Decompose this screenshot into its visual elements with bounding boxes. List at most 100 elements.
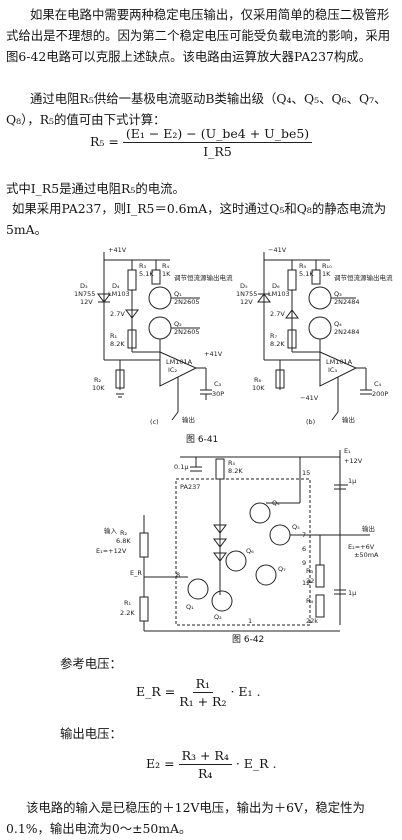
right-r2-value: 1K xyxy=(322,270,331,278)
left-r2-value: 10K xyxy=(92,384,105,392)
er-label: E_R xyxy=(130,569,142,577)
left-r1-value: 8.2K xyxy=(110,340,125,348)
e2-voltage: E₂=+6V xyxy=(348,543,375,551)
right-r4: R₈ xyxy=(254,376,262,384)
left-vtop: +41V xyxy=(108,246,127,254)
output-label: 输出 xyxy=(362,524,375,533)
pin-12: 12 xyxy=(302,579,310,587)
q7-label: Q₇ xyxy=(278,565,286,573)
r5-formula-lhs: R₅ = xyxy=(90,134,119,149)
left-r4: R₄ xyxy=(162,262,170,270)
q6-label: Q₆ xyxy=(246,547,254,555)
current-paragraph: 式中I_R5是通过电阻R₅的电流。 xyxy=(6,181,185,196)
left-r3-value: 5.1K xyxy=(139,270,154,278)
left-c3: C₃ xyxy=(214,380,222,388)
r3-label: R₃ xyxy=(306,567,314,575)
left-d4-part: LM103 xyxy=(108,290,130,298)
out-formula-denominator: R₄ xyxy=(197,766,213,781)
output-voltage-formula: E₂ = R₃ + R₄ R₄ · E_R . xyxy=(146,748,277,781)
r5-formula-numerator: (E₁ − E₂) − (U_be4 + U_be5) xyxy=(122,126,313,143)
q1-label: Q₁ xyxy=(186,603,194,611)
figure-6-41-caption: 图 6-41 xyxy=(186,435,219,445)
right-c4: C₄ xyxy=(374,380,382,388)
pin-1: 1 xyxy=(248,617,252,625)
r5-value: 8.2K xyxy=(228,467,243,475)
input-output-paragraph: 该电路的输入是已稳压的＋12V电压，输出为＋6V，稳定性为0.1%，输出电流为0… xyxy=(6,800,365,836)
right-d2-part: LM103 xyxy=(268,290,290,298)
right-r: R₉ xyxy=(299,262,307,270)
left-supply: +41V xyxy=(204,350,223,358)
pin-7: 7 xyxy=(302,531,306,539)
left-subcaption: (c) xyxy=(150,418,159,426)
q2-label: Q₂ xyxy=(214,613,222,621)
ref-formula-lhs: E_R = xyxy=(136,684,176,699)
right-r4-value: 10K xyxy=(252,384,265,392)
figure-6-42: E₁ +12V 0.1μ R₅ 8.2K PA237 Q₄ Q₅ Q₆ Q₇ Q… xyxy=(96,447,379,632)
input-voltage: E₁=+12V xyxy=(96,547,127,555)
r5-formula: R₅ = (E₁ − E₂) − (U_be4 + U_be5) I_R5 xyxy=(90,126,313,159)
r4-value: 22k xyxy=(306,617,318,625)
left-d4-voltage: 2.7V xyxy=(110,310,125,318)
right-vtop: −41V xyxy=(268,246,287,254)
right-supply: −41V xyxy=(300,394,319,402)
pa237-label: PA237 xyxy=(180,483,200,491)
c1-value: 1μ xyxy=(348,477,356,485)
pin-6: 6 xyxy=(302,545,306,553)
output-voltage-label: 输出电压： xyxy=(60,726,122,741)
left-q1: Q₁ xyxy=(174,290,182,298)
q5-label: Q₅ xyxy=(292,523,300,531)
right-subcaption: (b) xyxy=(306,418,315,426)
figure-6-41: +41V R₃ 5.1K R₄ 1K 调节恒流源输出电流 D₃ 1N755 12… xyxy=(74,246,393,426)
ref-formula-fraction: R₁ R₁ + R₂ xyxy=(179,676,226,709)
right-q2-part: 2N2484 xyxy=(334,328,360,336)
c2-value: 1μ xyxy=(348,589,356,597)
out-formula-numerator: R₃ + R₄ xyxy=(178,748,232,765)
r4-label: R₄ xyxy=(306,597,314,605)
r2-label: R₂ xyxy=(120,529,128,537)
left-ic: IC₂ xyxy=(168,366,177,374)
right-q1: Q₃ xyxy=(334,290,342,298)
input-label: 输入 xyxy=(104,526,118,535)
r1-value: 2.2K xyxy=(120,609,135,617)
e1-label: E₁ xyxy=(344,447,351,455)
left-note: 调节恒流源输出电流 xyxy=(174,273,233,282)
right-ic-part: LM101A xyxy=(326,358,353,366)
r5-formula-denominator: I_R5 xyxy=(203,144,232,159)
right-output: 输出 xyxy=(342,415,355,424)
left-d3-part: 1N755 xyxy=(74,290,95,298)
reference-voltage-formula: E_R = R₁ R₁ + R₂ · E₁ . xyxy=(136,676,261,709)
pin-8: 8 xyxy=(176,571,180,579)
out-formula-fraction: R₃ + R₄ R₄ xyxy=(178,748,232,781)
right-note: 调节恒流源输出电流 xyxy=(334,273,393,282)
left-q1-part: 2N2605 xyxy=(174,298,200,306)
out-formula-rhs: · E_R . xyxy=(235,756,277,771)
cap-top-value: 0.1μ xyxy=(174,463,188,471)
right-d2-voltage: 2.7V xyxy=(270,310,285,318)
reference-voltage-label: 参考电压： xyxy=(60,656,122,671)
ref-formula-numerator: R₁ xyxy=(192,676,214,693)
out-formula-lhs: E₂ = xyxy=(146,756,175,771)
pa237-paragraph: 如果采用PA237，则I_R5＝0.6mA，这时通过Q₅和Q₈的静态电流为5mA… xyxy=(6,198,398,240)
right-q2: Q₄ xyxy=(334,320,342,328)
r2-value: 6.8K xyxy=(116,537,131,545)
right-ic: IC₃ xyxy=(328,366,337,374)
e1-voltage: +12V xyxy=(344,457,363,465)
right-r3-value: 8.2K xyxy=(270,340,285,348)
r5-label: R₅ xyxy=(228,459,236,467)
left-output: 输出 xyxy=(182,415,195,424)
intro-paragraph: 如果在电路中需要两种稳定电压输出，仅采用简单的稳压二极管形式给出是不理想的。因为… xyxy=(6,7,391,64)
right-r-value: 5.1K xyxy=(299,270,314,278)
r3-value: 22 xyxy=(306,577,314,585)
figure-6-42-caption: 图 6-42 xyxy=(232,635,265,645)
ref-formula-rhs: · E₁ . xyxy=(230,684,261,699)
right-r3: R₇ xyxy=(270,332,278,340)
right-d-part: 1N755 xyxy=(236,290,257,298)
left-c3-value: 30P xyxy=(212,390,224,398)
pin-9: 9 xyxy=(302,559,306,567)
left-ic-part: LM101A xyxy=(166,358,193,366)
right-r2: R₁₀ xyxy=(322,262,332,270)
right-d: D₅ xyxy=(240,282,248,290)
left-r4-value: 1K xyxy=(162,270,171,278)
e2-current: ±50mA xyxy=(354,551,379,559)
left-d3: D₃ xyxy=(80,282,88,290)
